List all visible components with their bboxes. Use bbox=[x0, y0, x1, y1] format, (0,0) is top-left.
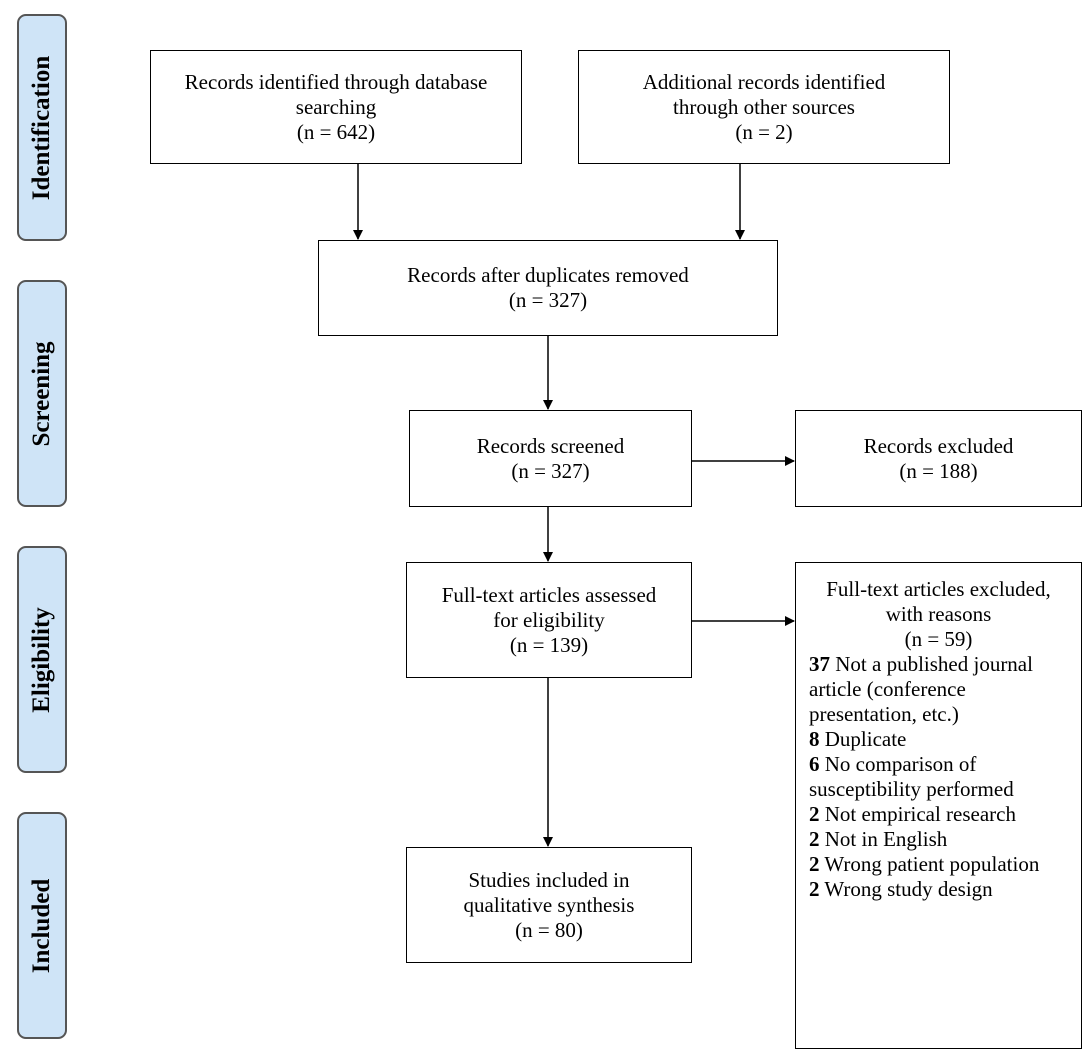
phase-screening: Screening bbox=[17, 280, 67, 507]
reason-line: 2 Not empirical research bbox=[809, 802, 1016, 826]
studies-included-box: Studies included in qualitative synthesi… bbox=[406, 847, 692, 963]
records-excluded-box: Records excluded (n = 188) bbox=[795, 410, 1082, 507]
phase-included: Included bbox=[17, 812, 67, 1039]
reason-line: article (conference bbox=[809, 677, 966, 701]
reason-line: 37 Not a published journal bbox=[809, 652, 1033, 676]
records-identified-database-box: Records identified through database sear… bbox=[150, 50, 522, 164]
reason-line: presentation, etc.) bbox=[809, 702, 959, 726]
reason-line: 2 Not in English bbox=[809, 827, 948, 851]
reason-line: susceptibility performed bbox=[809, 777, 1014, 801]
records-screened-box: Records screened (n = 327) bbox=[409, 410, 692, 507]
records-other-sources-box: Additional records identified through ot… bbox=[578, 50, 950, 164]
fulltext-excluded-box: Full-text articles excluded, with reason… bbox=[795, 562, 1082, 1049]
reason-line: 6 No comparison of bbox=[809, 752, 977, 776]
phase-identification: Identification bbox=[17, 14, 67, 241]
records-after-duplicates-box: Records after duplicates removed (n = 32… bbox=[318, 240, 778, 336]
fulltext-assessed-box: Full-text articles assessed for eligibil… bbox=[406, 562, 692, 678]
exclusion-reasons-list: 37 Not a published journal article (conf… bbox=[796, 652, 1081, 902]
reason-line: 8 Duplicate bbox=[809, 727, 907, 751]
reason-line: 2 Wrong patient population bbox=[809, 852, 1040, 876]
phase-eligibility: Eligibility bbox=[17, 546, 67, 773]
reason-line: 2 Wrong study design bbox=[809, 877, 993, 901]
